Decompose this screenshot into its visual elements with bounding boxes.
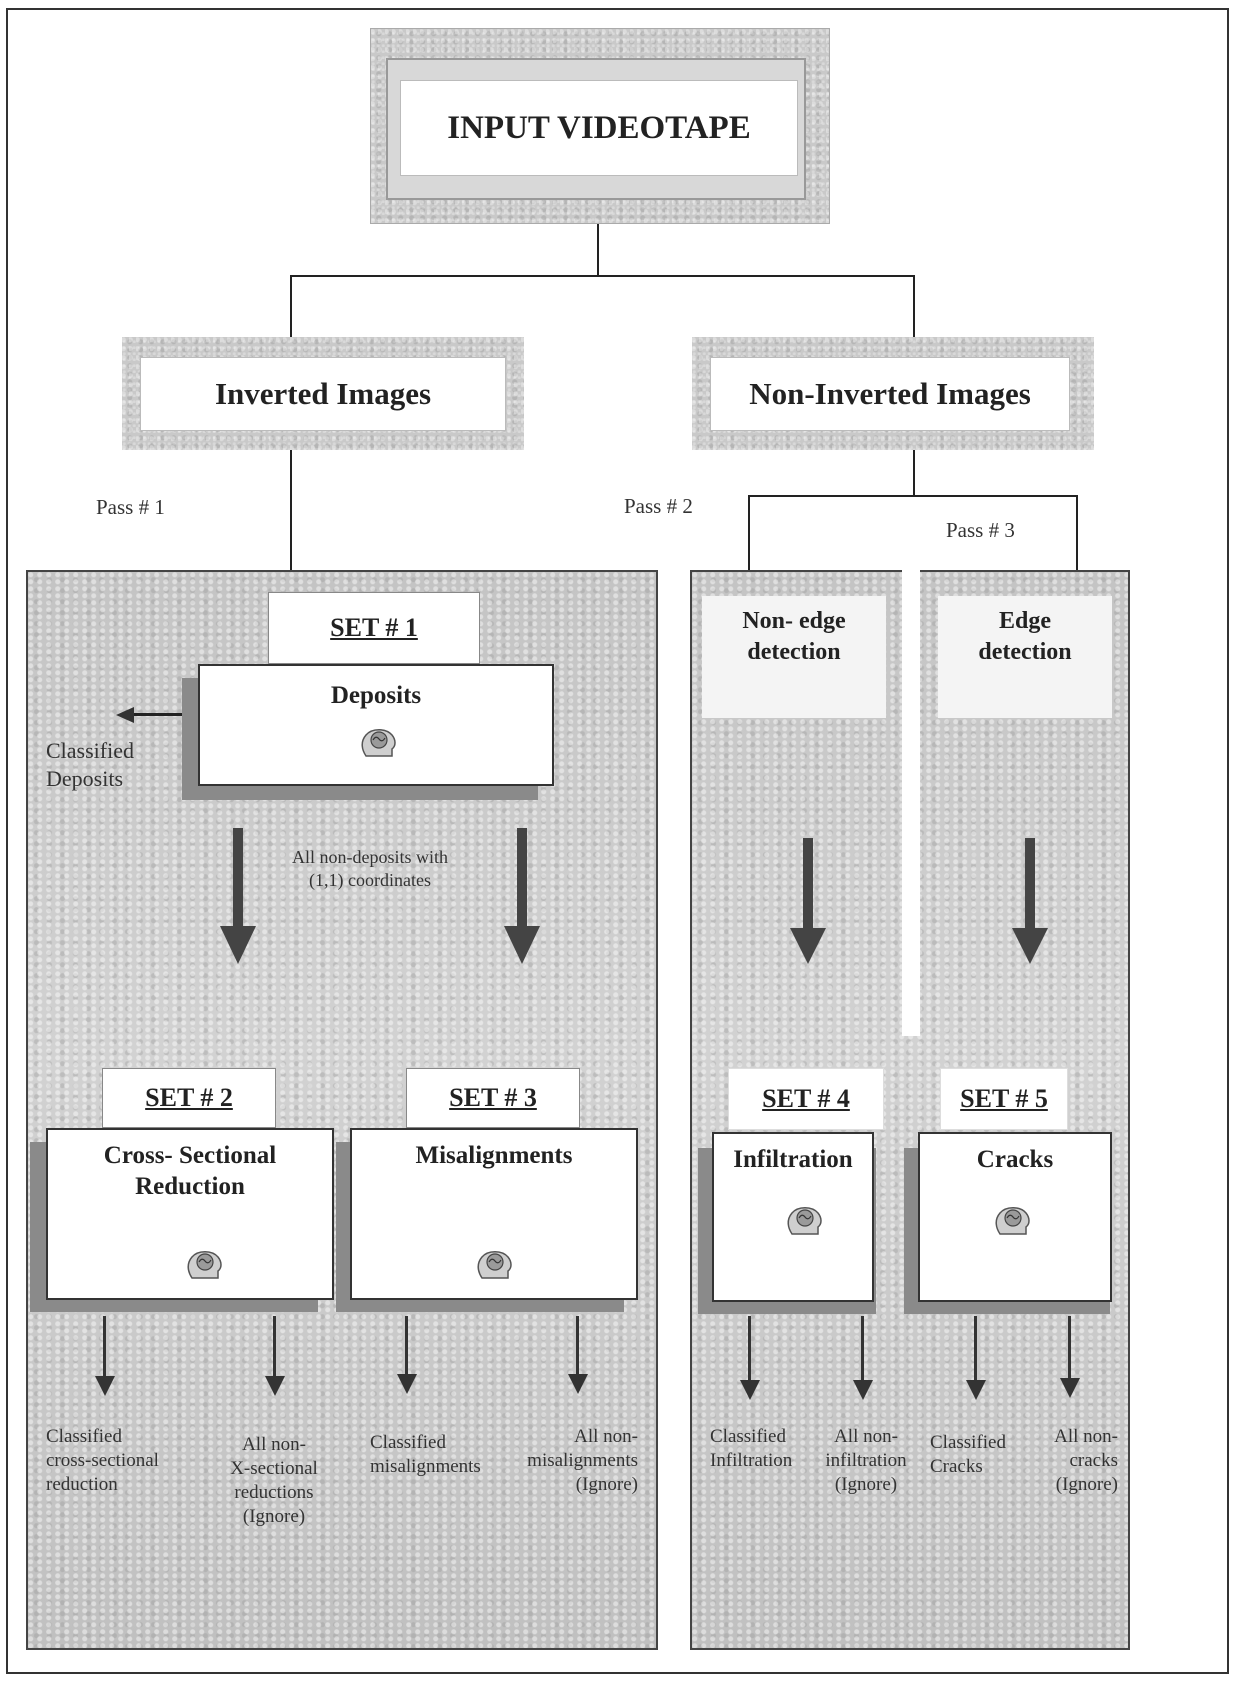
arrow-down-icon xyxy=(790,838,826,964)
non-misalignments-text: All non- misalignments (Ignore) xyxy=(527,1426,638,1495)
connector xyxy=(290,450,292,570)
connector xyxy=(913,275,915,337)
arrow-down-icon xyxy=(853,1316,873,1400)
arrow-left-icon xyxy=(116,707,134,723)
pass-3-label: Pass # 3 xyxy=(946,518,1015,542)
misalignments-box: Misalignments xyxy=(350,1128,638,1300)
deposits-label: Deposits xyxy=(330,682,422,709)
edge-detection-box: Edge detection xyxy=(938,596,1112,718)
classified-misalignments-text: Classified misalignments xyxy=(370,1432,481,1477)
misalignments-label: Misalignments xyxy=(415,1142,573,1169)
classified-infiltration-text: Classified Infiltration xyxy=(710,1426,793,1471)
brain-head-icon xyxy=(477,1251,512,1279)
classified-deposits-text: Classified Deposits xyxy=(46,738,134,791)
connector xyxy=(290,275,292,337)
set-3-tab: SET # 3 xyxy=(406,1068,580,1128)
title-box: INPUT VIDEOTAPE xyxy=(400,80,798,176)
non-cracks-text: All non- cracks (Ignore) xyxy=(1054,1426,1118,1495)
brain-head-icon xyxy=(995,1207,1030,1235)
non-edge-detection-box: Non- edge detection xyxy=(702,596,886,718)
set-4-tab: SET # 4 xyxy=(728,1068,884,1130)
deposits-out-line xyxy=(132,713,182,716)
arrow-down-icon xyxy=(966,1316,986,1400)
set-5-tab: SET # 5 xyxy=(940,1068,1068,1130)
set-4-label: SET # 4 xyxy=(762,1084,850,1113)
connector xyxy=(913,450,915,496)
arrow-down-icon xyxy=(1012,838,1048,964)
flow-note: All non-deposits with (1,1) coordinates xyxy=(292,847,448,890)
connector xyxy=(748,495,1078,497)
csr-label: Cross- Sectional Reduction xyxy=(103,1142,277,1200)
arrow-down-icon xyxy=(1060,1316,1080,1398)
right-panel-divider xyxy=(902,570,920,1036)
arrow-down-icon xyxy=(95,1316,115,1396)
set-5-label: SET # 5 xyxy=(960,1084,1048,1113)
arrow-down-icon xyxy=(568,1316,588,1394)
cracks-label: Cracks xyxy=(976,1146,1054,1173)
non-inverted-images-box: Non-Inverted Images xyxy=(710,357,1070,431)
edge-detection-label: Edge detection xyxy=(978,608,1072,665)
infiltration-label: Infiltration xyxy=(733,1146,853,1173)
classified-cracks-text: Classified Cracks xyxy=(930,1432,1006,1477)
brain-head-icon xyxy=(187,1251,222,1279)
arrow-down-icon xyxy=(220,828,256,964)
brain-head-icon xyxy=(361,729,396,757)
arrow-down-icon xyxy=(265,1316,285,1396)
classified-csr-text: Classified cross-sectional reduction xyxy=(46,1426,159,1495)
non-infiltration-text: All non- infiltration (Ignore) xyxy=(825,1426,907,1495)
set-3-label: SET # 3 xyxy=(449,1083,537,1112)
set-2-tab: SET # 2 xyxy=(102,1068,276,1128)
non-x-sectional-text: All non- X-sectional reductions (Ignore) xyxy=(230,1434,318,1527)
connector xyxy=(290,275,915,277)
inverted-images-box: Inverted Images xyxy=(140,357,506,431)
deposits-box: Deposits xyxy=(198,664,554,786)
connector xyxy=(748,495,750,571)
cross-sectional-reduction-box: Cross- Sectional Reduction xyxy=(46,1128,334,1300)
connector xyxy=(1076,495,1078,571)
title-text: INPUT VIDEOTAPE xyxy=(447,109,751,146)
set-1-tab: SET # 1 xyxy=(268,592,480,664)
brain-head-icon xyxy=(787,1207,822,1235)
infiltration-box: Infiltration xyxy=(712,1132,874,1302)
non-edge-detection-label: Non- edge detection xyxy=(742,608,846,665)
arrow-down-icon xyxy=(397,1316,417,1394)
non-inverted-images-label: Non-Inverted Images xyxy=(749,376,1031,411)
cracks-box: Cracks xyxy=(918,1132,1112,1302)
arrow-down-icon xyxy=(740,1316,760,1400)
pass-2-label: Pass # 2 xyxy=(624,494,693,518)
connector xyxy=(597,224,599,276)
set-2-label: SET # 2 xyxy=(145,1083,233,1112)
pass-1-label: Pass # 1 xyxy=(96,495,165,519)
arrow-down-icon xyxy=(504,828,540,964)
inverted-images-label: Inverted Images xyxy=(214,376,432,411)
set-1-label: SET # 1 xyxy=(330,613,418,642)
